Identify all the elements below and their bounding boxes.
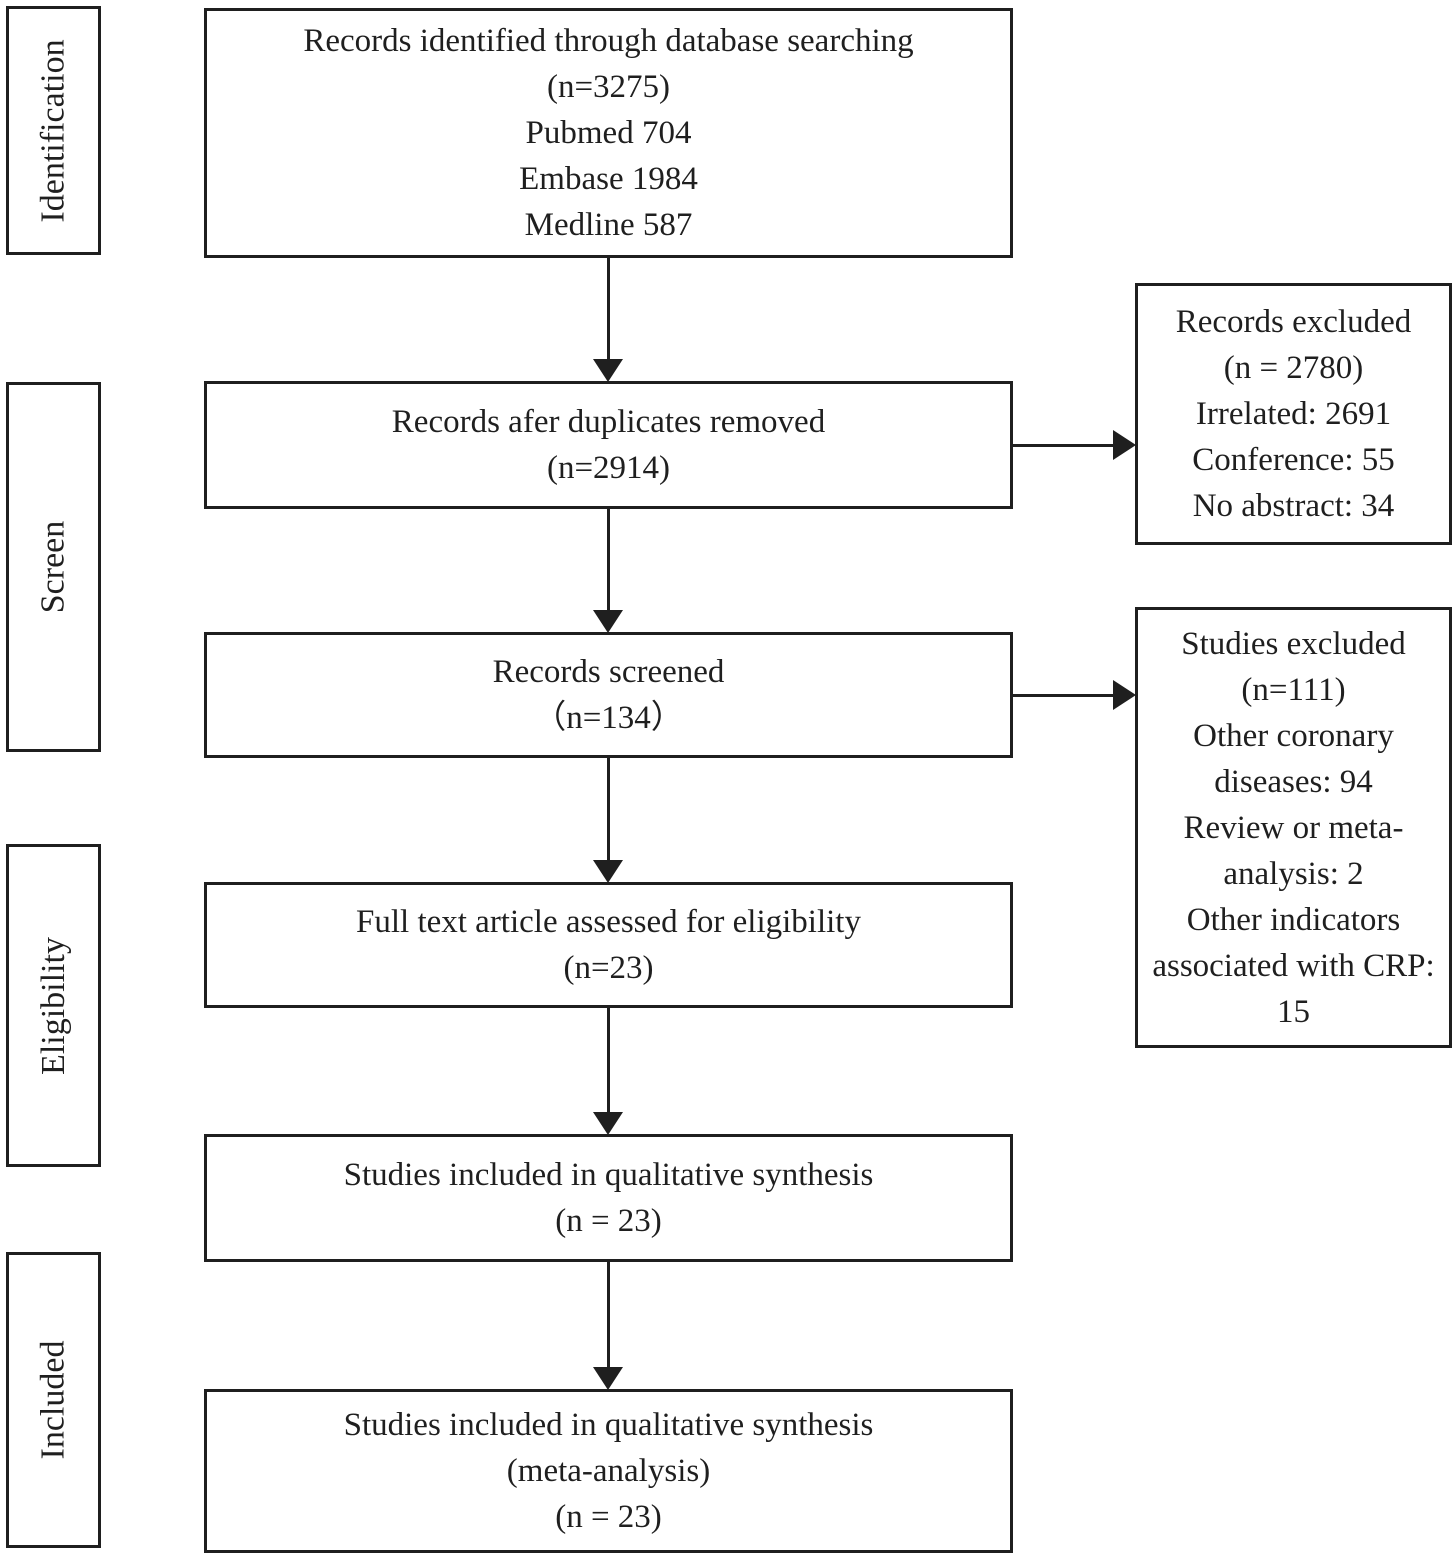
stage-box-screen: Screen	[6, 382, 101, 752]
stage-label-eligibility: Eligibility	[34, 936, 72, 1075]
flow-box-records-screened: Records screened （n=134）	[204, 632, 1013, 758]
arrow-shaft	[606, 757, 610, 860]
stage-label-screen: Screen	[34, 520, 72, 614]
stage-label-included: Included	[34, 1340, 72, 1460]
arrow-shaft	[1012, 693, 1113, 697]
exclusion-box-studies-excluded: Studies excluded (n=111) Other coronary …	[1135, 607, 1452, 1048]
flow-box-count: (n=23)	[563, 950, 654, 986]
flow-box-text-line: Studies included in qualitative synthesi…	[343, 1407, 874, 1443]
flow-box-text-line: Full text article assessed for eligibili…	[356, 904, 861, 940]
flow-box-text-line: Records screened	[492, 654, 725, 690]
arrow-identified-to-duplicates	[593, 257, 623, 382]
flow-box-text-line: Pubmed 704	[525, 115, 692, 151]
arrow-shaft	[606, 257, 610, 359]
arrow-right-icon	[1113, 680, 1136, 710]
exclusion-box-text-line: Review or meta-analysis: 2	[1183, 809, 1404, 892]
flow-box-fulltext-assessed: Full text article assessed for eligibili…	[204, 882, 1013, 1008]
flow-box-text-line: Embase 1984	[519, 161, 698, 197]
arrow-duplicates-to-records-excluded	[1012, 430, 1136, 460]
arrow-shaft	[606, 1261, 610, 1367]
arrow-duplicates-to-screened	[593, 507, 623, 633]
exclusion-box-text-line: Other indicators associated with CRP: 15	[1152, 901, 1435, 1030]
arrow-screened-to-fulltext	[593, 757, 623, 883]
exclusion-box-text-line: Irrelated: 2691	[1195, 396, 1392, 432]
flow-box-duplicates-removed: Records afer duplicates removed (n=2914)	[204, 381, 1013, 509]
flow-box-text-line: Records identified through database sear…	[303, 23, 914, 59]
arrow-shaft	[1012, 443, 1113, 447]
arrow-down-icon	[593, 1367, 623, 1390]
exclusion-box-count: (n=111)	[1241, 671, 1346, 708]
flow-box-count: (n = 23)	[555, 1499, 662, 1535]
exclusion-box-count: (n = 2780)	[1223, 350, 1364, 386]
flow-box-text-line: (meta-analysis)	[506, 1453, 711, 1489]
arrow-down-icon	[593, 1112, 623, 1135]
arrow-down-icon	[593, 359, 623, 382]
exclusion-box-text-line: Studies excluded	[1181, 625, 1406, 662]
flow-box-count: (n=2914)	[546, 450, 671, 486]
flow-box-records-identified: Records identified through database sear…	[204, 8, 1013, 258]
exclusion-box-text-line: Other coronary diseases: 94	[1193, 717, 1394, 800]
arrow-screened-to-studies-excluded	[1012, 680, 1136, 710]
flow-box-qualitative-synthesis: Studies included in qualitative synthesi…	[204, 1134, 1013, 1262]
exclusion-box-records-excluded: Records excluded (n = 2780) Irrelated: 2…	[1135, 283, 1452, 545]
arrow-fulltext-to-qualitative	[593, 1007, 623, 1135]
stage-label-identification: Identification	[34, 38, 72, 223]
flow-box-count: (n=3275)	[546, 69, 671, 105]
arrow-shaft	[606, 1007, 610, 1112]
arrow-down-icon	[593, 860, 623, 883]
flow-box-meta-analysis: Studies included in qualitative synthesi…	[204, 1389, 1013, 1553]
arrow-right-icon	[1113, 430, 1136, 460]
flow-box-count: （n=134）	[533, 700, 684, 736]
flow-box-text-line: Medline 587	[524, 207, 693, 243]
flow-box-count: (n = 23)	[555, 1203, 662, 1239]
stage-box-eligibility: Eligibility	[6, 844, 101, 1167]
flow-box-text-line: Records afer duplicates removed	[391, 404, 826, 440]
exclusion-box-text-line: Records excluded	[1175, 304, 1412, 340]
stage-box-identification: Identification	[6, 6, 101, 255]
exclusion-box-text-line: Conference: 55	[1192, 442, 1395, 478]
arrow-qualitative-to-meta	[593, 1261, 623, 1390]
arrow-down-icon	[593, 610, 623, 633]
arrow-shaft	[606, 507, 610, 610]
flow-box-text-line: Studies included in qualitative synthesi…	[343, 1157, 874, 1193]
stage-box-included: Included	[6, 1252, 101, 1548]
exclusion-box-text-line: No abstract: 34	[1192, 488, 1395, 524]
